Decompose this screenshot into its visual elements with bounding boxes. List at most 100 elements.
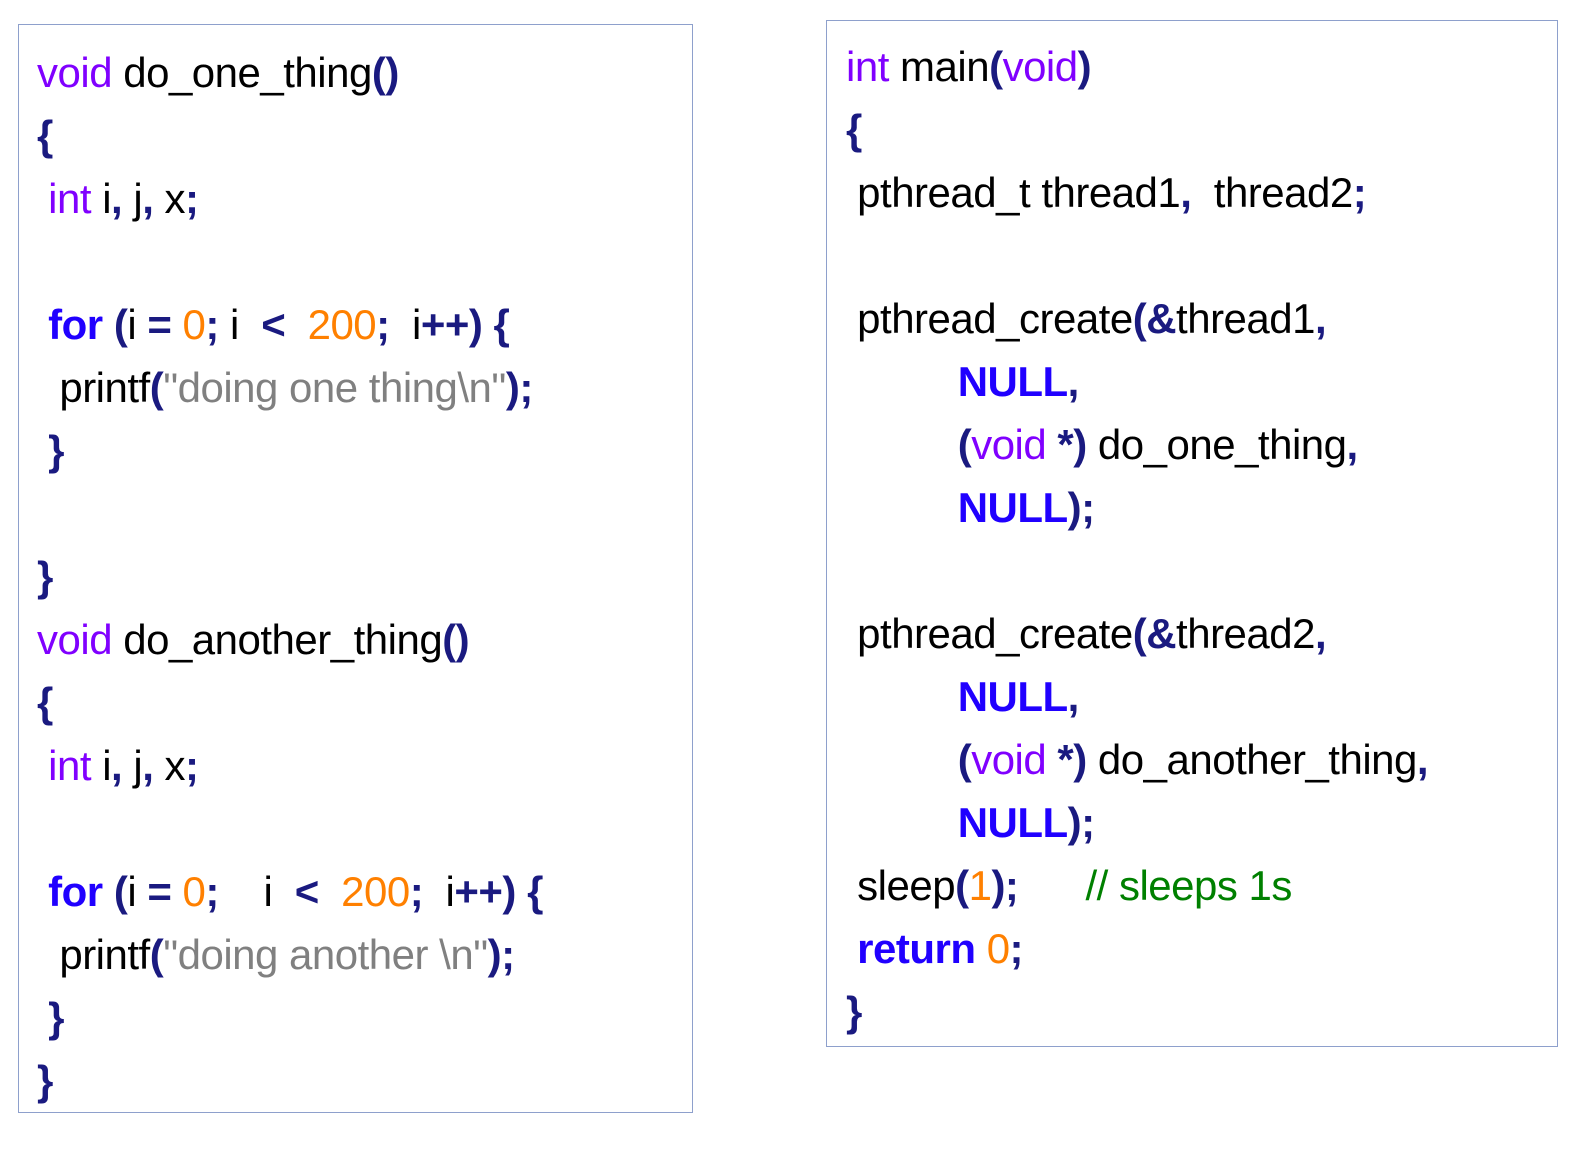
operator: ,: [1180, 169, 1192, 216]
code-line: (void *) do_another_thing,: [846, 728, 1557, 791]
identifier: printf: [37, 931, 150, 978]
identifier: do_one_thing: [1086, 421, 1347, 468]
string-literal: "doing another \n": [163, 931, 488, 978]
code-line: NULL);: [846, 476, 1557, 539]
code-line: [846, 224, 1557, 287]
code-line: [37, 482, 692, 545]
operator: ;: [185, 175, 199, 222]
identifier: main: [888, 43, 990, 90]
identifier: printf: [37, 364, 150, 411]
operator: ;: [409, 868, 424, 915]
code-line: sleep(1); // sleeps 1s: [846, 854, 1557, 917]
operator: );: [505, 364, 533, 411]
operator: ,: [111, 175, 123, 222]
identifier: [171, 301, 182, 348]
identifier: i: [91, 742, 112, 789]
operator: (: [955, 862, 969, 909]
identifier: j: [122, 742, 143, 789]
operator: }: [37, 994, 65, 1041]
operator: {: [37, 679, 53, 726]
identifier: do_another_thing: [1086, 736, 1417, 783]
code-line: {: [37, 104, 692, 167]
operator: ++): [420, 301, 483, 348]
identifier: thread2: [1176, 610, 1315, 657]
code-line: {: [846, 98, 1557, 161]
control-keyword: NULL: [846, 799, 1068, 846]
operator: (): [371, 49, 399, 96]
operator: {: [846, 106, 862, 153]
identifier: i: [218, 868, 295, 915]
type-keyword: int: [37, 175, 92, 222]
type-keyword: int: [37, 742, 92, 789]
identifier: do_one_thing: [112, 49, 372, 96]
code-line: {: [37, 671, 692, 734]
code-line: NULL);: [846, 791, 1557, 854]
operator: ;: [205, 301, 219, 348]
code-line: }: [37, 545, 692, 608]
identifier: i: [218, 301, 262, 348]
operator: }: [37, 1057, 53, 1104]
code-line: (void *) do_one_thing,: [846, 413, 1557, 476]
operator: (): [442, 616, 470, 663]
identifier: [285, 301, 307, 348]
identifier: i: [127, 868, 148, 915]
type-keyword: void: [971, 736, 1047, 783]
operator: ;: [1352, 169, 1367, 216]
operator: );: [1067, 799, 1095, 846]
code-line: }: [37, 419, 692, 482]
code-line: pthread_t thread1, thread2;: [846, 161, 1557, 224]
operator: ;: [205, 868, 219, 915]
operator: );: [1067, 484, 1095, 531]
code-line: NULL,: [846, 350, 1557, 413]
operator: ,: [1315, 295, 1327, 342]
identifier: sleep: [846, 862, 956, 909]
operator: *): [1046, 421, 1087, 468]
operator: }: [37, 427, 65, 474]
identifier: pthread_create: [846, 610, 1133, 657]
type-keyword: void: [37, 616, 113, 663]
code-line: }: [37, 1049, 692, 1112]
operator: (: [102, 868, 128, 915]
identifier: i: [389, 301, 421, 348]
control-keyword: NULL: [846, 673, 1068, 720]
code-line: int main(void): [846, 35, 1557, 98]
operator: ++): [454, 868, 516, 915]
operator: ): [1077, 43, 1092, 90]
type-keyword: void: [37, 49, 113, 96]
operator: <: [261, 301, 286, 348]
string-literal: "doing one thing\n": [163, 364, 506, 411]
control-keyword: NULL: [846, 358, 1068, 405]
code-line: void do_another_thing(): [37, 608, 692, 671]
identifier: pthread_create: [846, 295, 1133, 342]
operator: }: [846, 988, 862, 1035]
operator: (: [846, 736, 972, 783]
operator: ,: [142, 742, 154, 789]
code-line: printf("doing another \n");: [37, 923, 692, 986]
operator: ,: [1067, 358, 1080, 405]
operator: {: [515, 868, 543, 915]
number-literal: 1: [968, 862, 992, 909]
operator: ,: [1346, 421, 1359, 468]
identifier: x: [153, 175, 186, 222]
identifier: x: [153, 742, 186, 789]
identifier: [171, 868, 182, 915]
code-line: int i, j, x;: [37, 167, 692, 230]
operator: {: [37, 112, 53, 159]
identifier: i: [423, 868, 455, 915]
code-line: for (i = 0; i < 200; i++) {: [37, 860, 692, 923]
operator: (: [846, 421, 972, 468]
identifier: [976, 925, 987, 972]
identifier: j: [122, 175, 143, 222]
operator: (: [149, 364, 164, 411]
code-line: }: [37, 986, 692, 1049]
operator: );: [487, 931, 515, 978]
control-keyword: NULL: [846, 484, 1068, 531]
operator: ,: [1315, 610, 1327, 657]
code-line: [37, 797, 692, 860]
type-keyword: void: [1002, 43, 1079, 90]
number-literal: 0: [986, 925, 1010, 972]
number-literal: 200: [341, 868, 410, 915]
control-keyword: for: [37, 301, 103, 348]
comment: // sleeps 1s: [1085, 862, 1292, 909]
operator: =: [147, 301, 172, 348]
